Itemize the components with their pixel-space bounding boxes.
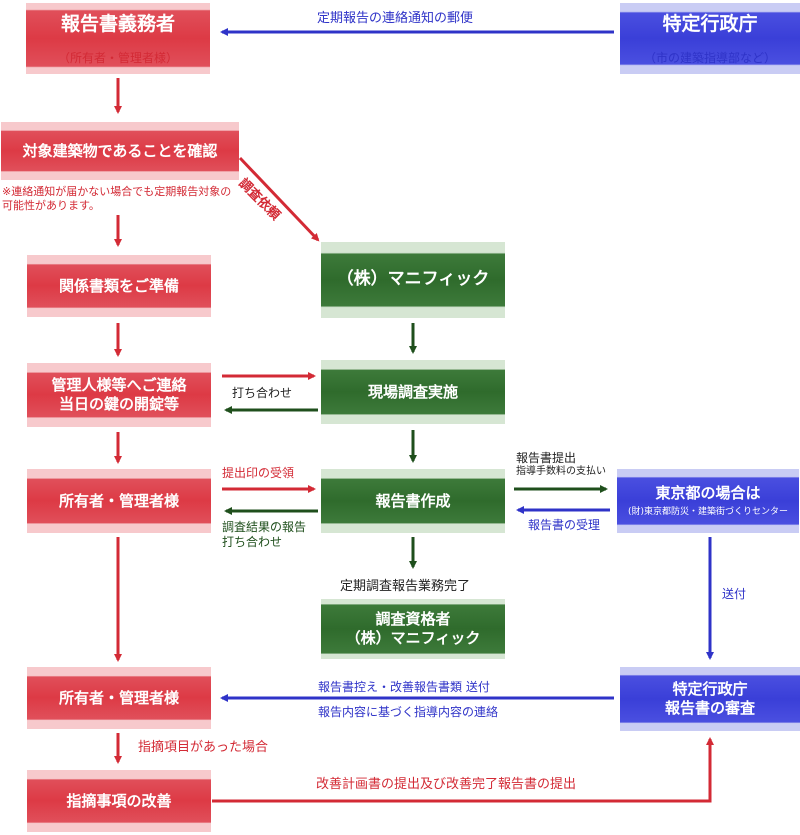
label-submit: 報告書提出 指導手数料の支払い: [516, 451, 606, 479]
contact-box: 管理人様等へご連絡 当日の鍵の開錠等: [27, 363, 211, 427]
tokyo-box: 東京都の場合は (財)東京都防災・建築街づくりセンター: [617, 469, 799, 533]
contact-line2: 当日の鍵の開錠等: [58, 395, 179, 413]
label-guidance: 報告内容に基づく指導内容の連絡: [318, 705, 499, 719]
reporter-title: 報告書義務者: [60, 13, 175, 35]
gov-review-line2: 報告書の審査: [664, 699, 755, 717]
confirm-box: 対象建築物であることを確認: [1, 122, 239, 180]
label-result: 調査結果の報告 打ち合わせ: [222, 520, 306, 550]
label-copy-send: 報告書控え・改善報告書類 送付: [318, 680, 490, 694]
gov-review-line1: 特定行政庁: [672, 680, 748, 699]
owner1-title: 所有者・管理者様: [58, 491, 179, 510]
improve-title: 指摘事項の改善: [66, 791, 172, 810]
label-result-line1: 調査結果の報告: [222, 520, 307, 534]
tokyo-title: 東京都の場合は: [655, 483, 761, 502]
label-improve-submit: 改善計画書の提出及び改善完了報告書の提出: [316, 777, 577, 792]
label-submit-sub: 指導手数料の支払い: [516, 466, 606, 477]
label-submit-main: 報告書提出: [516, 451, 577, 465]
gov-sub: （市の建築指導部など）: [643, 50, 776, 65]
survey-box: 現場調査実施: [321, 360, 505, 424]
gov-title: 特定行政庁: [662, 13, 758, 35]
confirm-title: 対象建築物であることを確認: [22, 141, 218, 160]
label-receipt: 報告書の受理: [528, 518, 601, 532]
label-seal-receipt: 提出印の受領: [222, 466, 295, 480]
label-send: 送付: [722, 587, 747, 601]
confirm-note: ※連絡通知が届かない場合でも定期報告対象の可能性があります。: [2, 185, 238, 213]
confirm-note-text: ※連絡通知が届かない場合でも定期報告対象の可能性があります。: [2, 185, 232, 212]
reporter-sub: （所有者・管理者様）: [57, 50, 178, 65]
label-meeting: 打ち合わせ: [232, 386, 293, 400]
report-title: 報告書作成: [375, 491, 451, 510]
owner2-box: 所有者・管理者様: [27, 667, 211, 729]
improve-box: 指摘事項の改善: [27, 770, 211, 832]
arrow-improve-govreview: [212, 737, 714, 803]
documents-box: 関係書類をご準備: [27, 255, 211, 317]
inspector-line1: 調査資格者: [375, 610, 451, 629]
inspector-box: 調査資格者 （株）マニフィック: [321, 599, 505, 659]
label-notice-mail: 定期報告の連絡通知の郵便: [317, 11, 474, 26]
contact-line1: 管理人様等へご連絡: [51, 376, 187, 395]
label-if-items: 指摘項目があった場合: [138, 740, 269, 755]
label-complete: 定期調査報告業務完了: [340, 579, 471, 594]
arrow-request: [238, 156, 320, 242]
survey-title: 現場調査実施: [367, 382, 458, 401]
manifique-box: （株）マニフィック: [321, 242, 505, 318]
report-box: 報告書作成: [321, 469, 505, 533]
inspector-line2: （株）マニフィック: [345, 629, 481, 647]
gov-review-box: 特定行政庁 報告書の審査: [620, 667, 800, 731]
documents-title: 関係書類をご準備: [58, 276, 179, 295]
reporter-box: 報告書義務者 （所有者・管理者様）: [26, 3, 210, 74]
manifique-title: （株）マニフィック: [336, 269, 490, 290]
label-result-line2: 打ち合わせ: [222, 535, 283, 549]
owner2-title: 所有者・管理者様: [58, 688, 179, 707]
tokyo-sub: (財)東京都防災・建築街づくりセンター: [627, 507, 789, 518]
owner1-box: 所有者・管理者様: [27, 469, 211, 533]
gov-box: 特定行政庁 （市の建築指導部など）: [620, 3, 800, 74]
